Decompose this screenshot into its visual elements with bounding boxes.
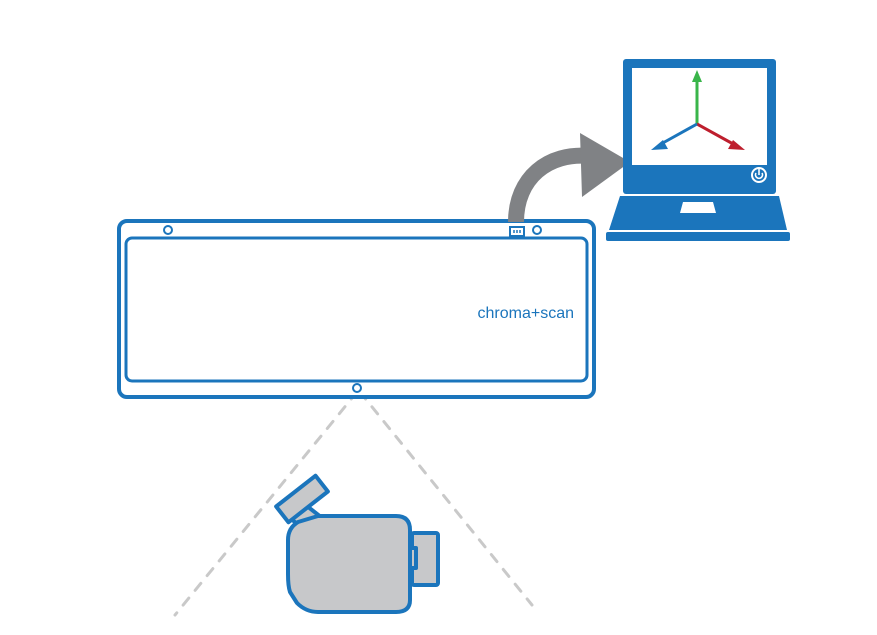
scanner-window <box>124 236 589 383</box>
fov-line-right <box>358 390 534 607</box>
axis-x-line <box>696 122 736 147</box>
structured-light-scanner-icon: chroma+scan <box>117 219 596 399</box>
curved-arrow-icon <box>508 133 630 223</box>
axis-y-arrowhead <box>692 70 702 82</box>
power-icon <box>751 167 767 183</box>
laptop-icon <box>606 59 790 241</box>
xyz-axes-icon <box>651 70 745 150</box>
usb-port-icon <box>509 226 525 237</box>
scanner-lens-icon <box>352 383 362 393</box>
arrow-head <box>580 133 630 197</box>
laptop-screen <box>632 68 767 165</box>
scanner-mount-hole-left <box>163 225 173 235</box>
laptop-trackpad <box>680 202 716 213</box>
engine-intake-cap <box>274 473 330 525</box>
laptop-front-edge <box>606 232 790 241</box>
engine-block-icon <box>274 473 440 614</box>
arrow-shaft <box>508 147 591 223</box>
field-of-view-lines <box>173 390 534 617</box>
fov-line-left <box>173 390 359 617</box>
axis-z-arrowhead <box>651 140 668 150</box>
scanner-brand-label: chroma+scan <box>478 305 575 322</box>
axis-z-line <box>660 122 698 146</box>
axis-x-arrowhead <box>728 140 745 150</box>
scanner-mount-hole-right <box>532 225 542 235</box>
engine-body <box>286 514 412 614</box>
